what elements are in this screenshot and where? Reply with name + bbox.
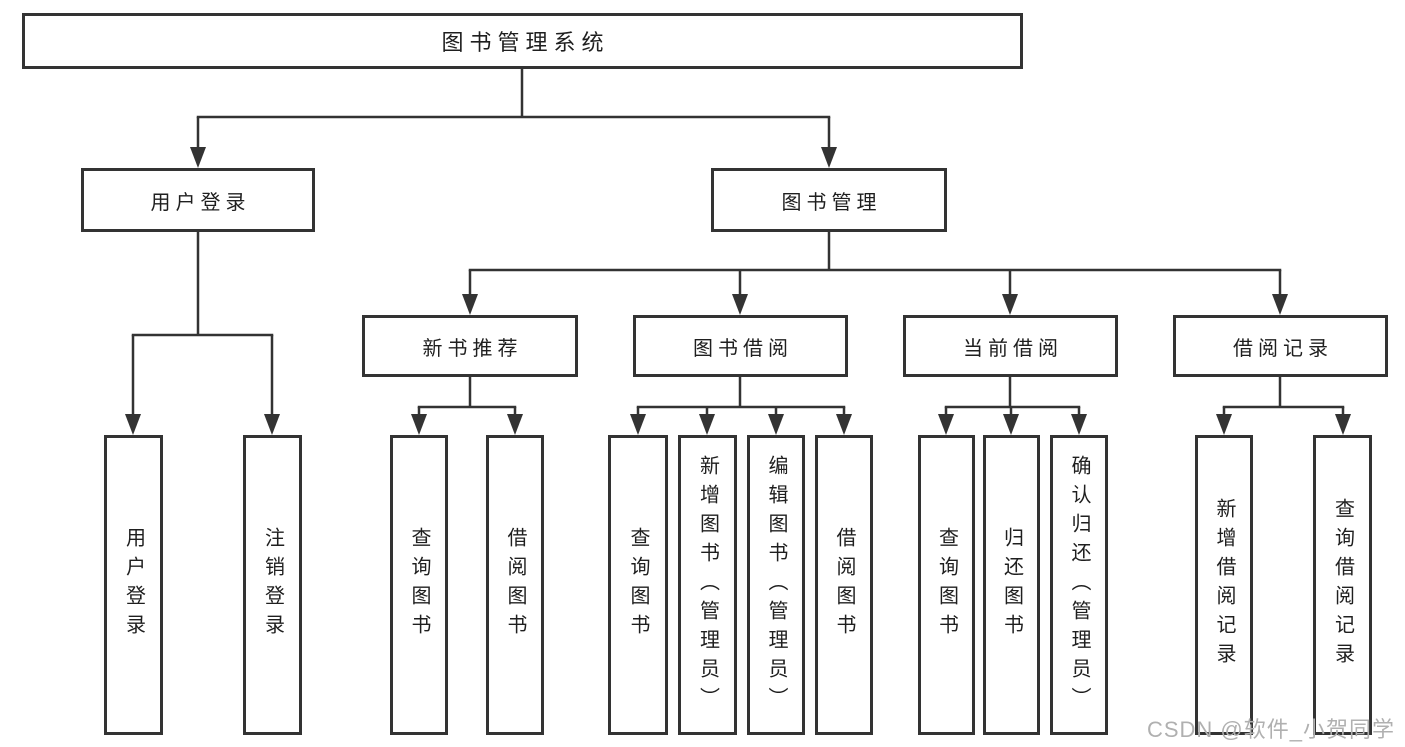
node-book-borrowing: 图书借阅 [633,315,848,377]
arrowhead [264,414,280,435]
leaf-label: 新增借阅记录 [1213,498,1235,672]
leaf-label: 借阅图书 [504,527,526,643]
leaf-logout: 注销登录 [243,435,302,735]
leaf-confirm-return-admin: 确认归还（管理员） [1050,435,1108,735]
arrowhead [938,414,954,435]
node-current-borrowing: 当前借阅 [903,315,1118,377]
leaf-add-borrow-record: 新增借阅记录 [1195,435,1253,735]
leaf-edit-book-admin: 编辑图书（管理员） [747,435,805,735]
node-book-management: 图书管理 [711,168,947,232]
node-new-book-recommend: 新书推荐 [362,315,578,377]
leaf-query-books-borrowing: 查询图书 [608,435,668,735]
arrowhead [462,294,478,315]
csdn-watermark: CSDN @软件_小贺同学 [1146,717,1395,742]
leaf-label: 借阅图书 [833,527,855,643]
arrowhead [190,147,206,168]
arrowhead [732,294,748,315]
node-user-login: 用户登录 [81,168,315,232]
leaf-label: 新增图书（管理员） [696,454,719,716]
leaf-label: 查询图书 [935,527,958,643]
arrowhead [699,414,715,435]
arrowhead [125,414,141,435]
leaf-add-book-admin: 新增图书（管理员） [678,435,737,735]
leaf-label: 查询借阅记录 [1331,498,1354,672]
arrowhead [1335,414,1351,435]
node-library-management-system: 图书管理系统 [22,13,1023,69]
leaf-label: 归还图书 [1000,527,1023,643]
leaf-borrow-books-recommend: 借阅图书 [486,435,544,735]
arrowhead [836,414,852,435]
leaf-label: 确认归还（管理员） [1068,454,1090,716]
arrowheads [125,147,1351,435]
leaf-borrow-books-borrowing: 借阅图书 [815,435,873,735]
leaf-query-books-current: 查询图书 [918,435,975,735]
arrowhead [821,147,837,168]
leaf-query-borrow-record: 查询借阅记录 [1313,435,1372,735]
arrowhead [1003,414,1019,435]
leaf-query-books-recommend: 查询图书 [390,435,448,735]
arrowhead [1216,414,1232,435]
leaf-return-books: 归还图书 [983,435,1040,735]
arrowhead [1071,414,1087,435]
leaf-label: 用户登录 [122,527,145,643]
leaf-user-login: 用户登录 [104,435,163,735]
arrowhead [1002,294,1018,315]
arrowhead [507,414,523,435]
arrowhead [1272,294,1288,315]
leaf-label: 注销登录 [261,527,284,643]
node-borrowing-records: 借阅记录 [1173,315,1388,377]
arrowhead [630,414,646,435]
arrowhead [411,414,427,435]
leaf-label: 查询图书 [627,527,649,643]
leaf-label: 查询图书 [408,527,430,643]
arrowhead [768,414,784,435]
leaf-label: 编辑图书（管理员） [765,454,787,716]
